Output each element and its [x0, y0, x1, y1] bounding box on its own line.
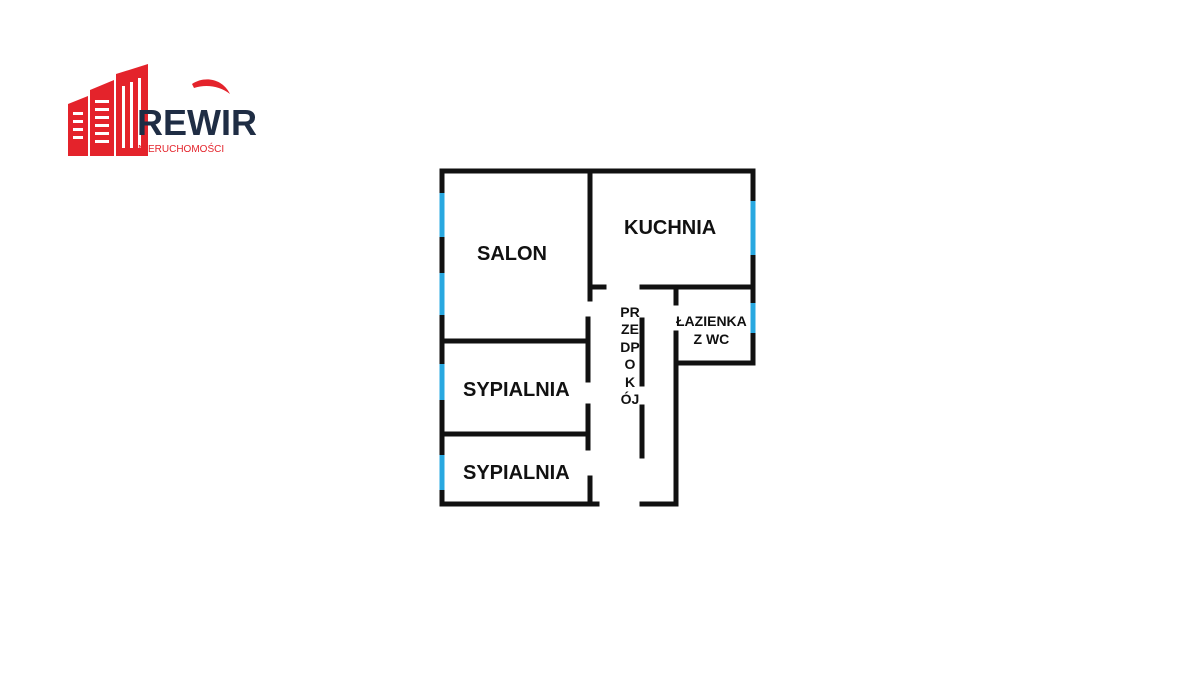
building-logo-icon: [68, 64, 230, 156]
room-label-lazienka: ŁAZIENKA Z WC: [676, 312, 747, 348]
room-label-salon: SALON: [477, 243, 547, 265]
room-label-lazienka-line2: Z WC: [693, 331, 730, 347]
room-label-sypialnia-2: SYPIALNIA: [463, 462, 570, 484]
logo-tagline: NIERUCHOMOŚCI: [138, 144, 225, 155]
room-label-przedpokoj: PRZEDPOKÓJ: [620, 304, 640, 408]
room-label-sypialnia-1: SYPIALNIA: [463, 379, 570, 401]
room-label-kuchnia: KUCHNIA: [624, 217, 717, 239]
logo-wordmark: REWIR: [137, 102, 257, 143]
room-label-lazienka-line1: ŁAZIENKA: [676, 313, 747, 329]
